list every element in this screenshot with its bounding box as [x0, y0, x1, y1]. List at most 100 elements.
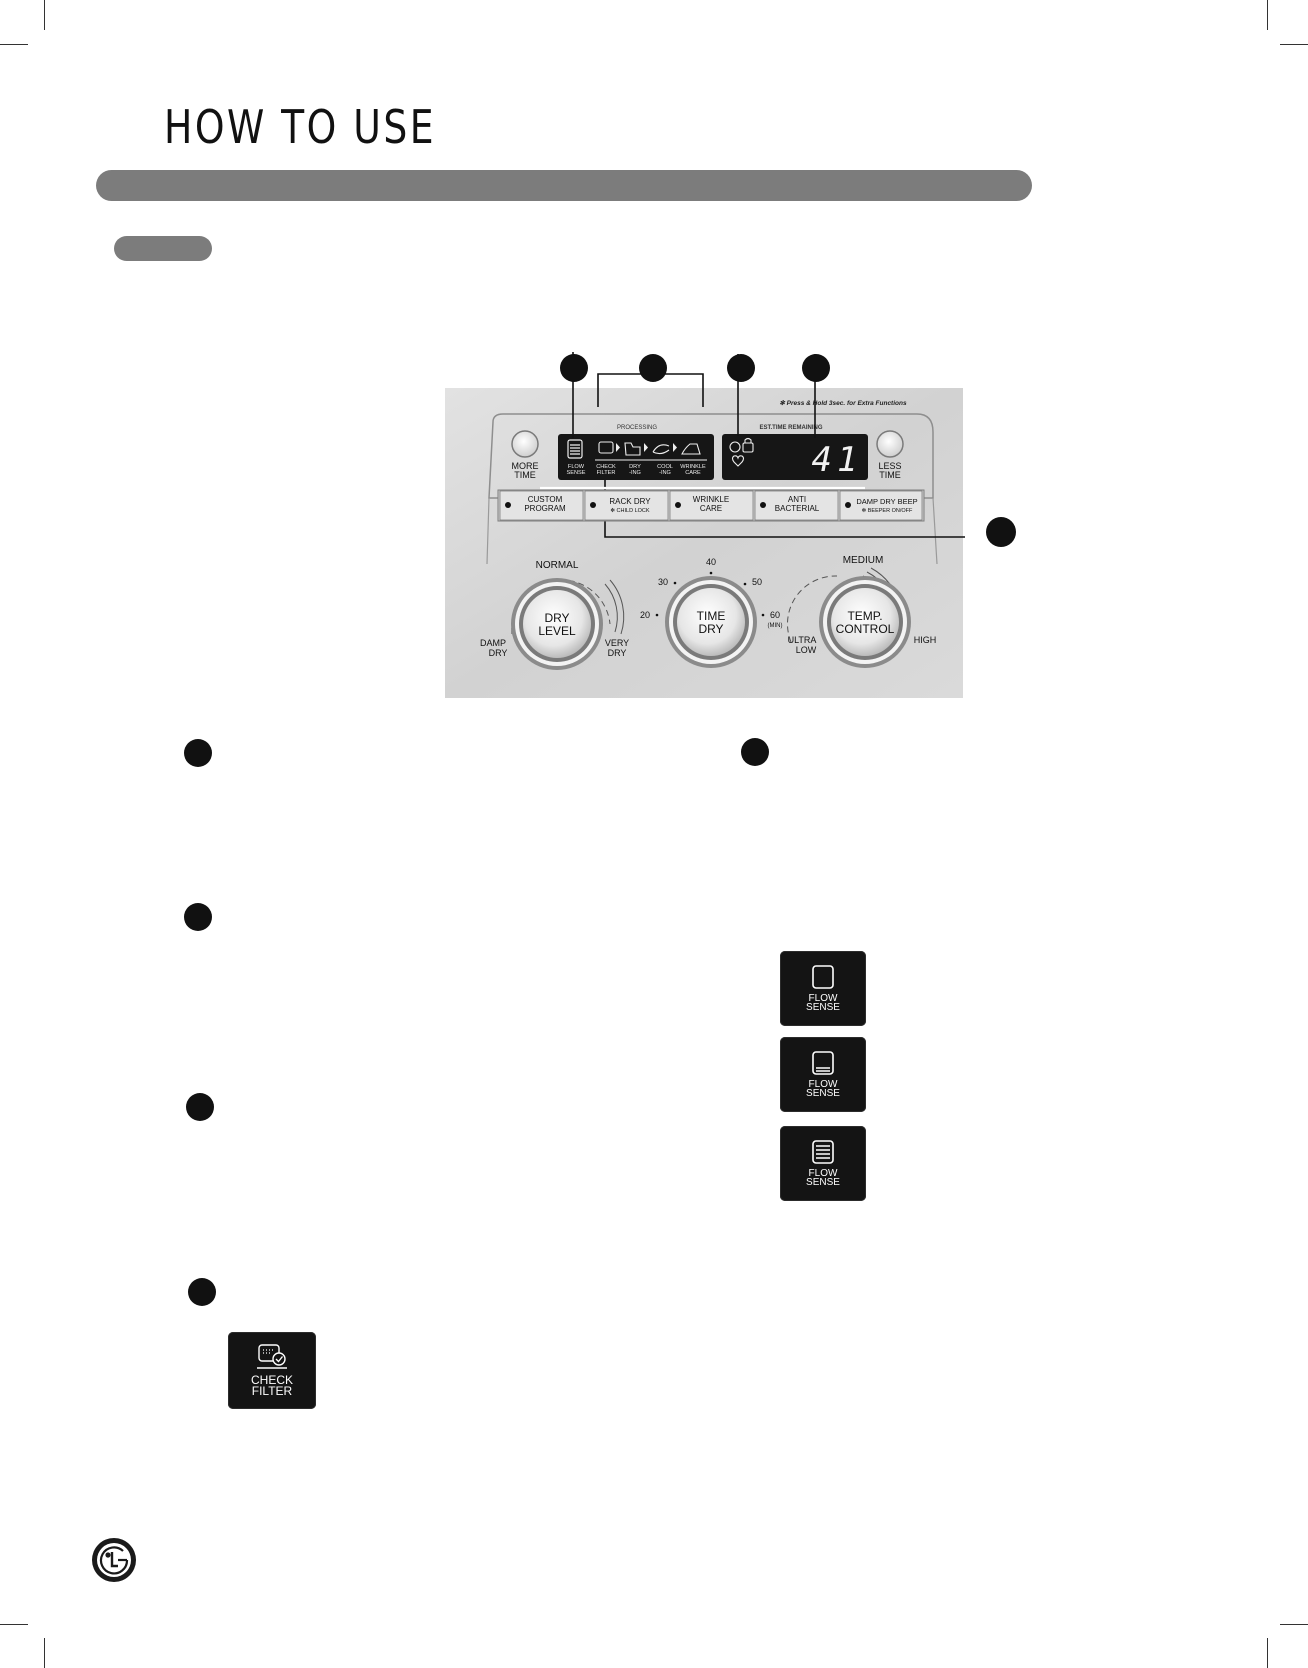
- time-dry-label-2: DRY: [698, 622, 723, 636]
- anti-bacterial-label-2: BACTERIAL: [775, 504, 820, 513]
- drying-icon: [624, 442, 641, 456]
- section-pill: [114, 236, 212, 261]
- flow-sense-partial-icon: [812, 1051, 834, 1075]
- section-dot: [741, 738, 769, 766]
- anti-bacterial-icon: [731, 455, 745, 467]
- callout-dot: [560, 354, 588, 382]
- callout-dot: [727, 354, 755, 382]
- temp-control-medium: MEDIUM: [843, 555, 884, 566]
- crop-mark: [0, 44, 28, 45]
- section-dot: [188, 1278, 216, 1306]
- flow-sense-label-1: FLOW: [808, 1079, 838, 1090]
- flow-sense-icon: [567, 439, 583, 459]
- dry-level-normal: NORMAL: [536, 560, 579, 571]
- flow-sense-card-partial: FLOW SENSE: [780, 1037, 866, 1112]
- more-time-button[interactable]: [511, 430, 539, 458]
- lcd-label-dry-2: -ING: [629, 470, 641, 476]
- flow-sense-full-icon: [812, 1140, 834, 1164]
- callout-dot: [802, 354, 830, 382]
- check-filter-label-2: FILTER: [251, 1384, 293, 1398]
- dry-level-label-2: LEVEL: [538, 624, 576, 638]
- temp-control-label-1: TEMP.: [847, 609, 882, 623]
- less-time-label-2: TIME: [879, 470, 901, 480]
- damp-dry-beep-button[interactable]: DAMP DRY BEEP ✻ BEEPER ON/OFF: [839, 490, 923, 521]
- dry-level-very-2: DRY: [608, 648, 627, 658]
- wrinkle-care-label-1: WRINKLE: [693, 495, 729, 504]
- lcd-label-wrinkle-2: CARE: [685, 470, 701, 476]
- extra-functions-note: ✻ Press & Hold 3sec. for Extra Functions: [779, 400, 907, 407]
- time-dry-knob[interactable]: [665, 576, 757, 668]
- time-tick-50: 50: [752, 577, 762, 587]
- beeper-sub-label: ✻ BEEPER ON/OFF: [862, 507, 913, 514]
- time-tick-20: 20: [640, 610, 650, 620]
- check-filter-icon: [257, 1344, 287, 1369]
- callout-dot: [986, 517, 1016, 547]
- time-tick-60: 60: [770, 610, 780, 620]
- more-time-label-1: MORE: [512, 461, 539, 471]
- cooling-icon: [652, 444, 670, 455]
- more-time-label-2: TIME: [514, 470, 536, 480]
- callout-dot: [639, 354, 667, 382]
- page-title: HOW TO USE: [164, 100, 437, 154]
- child-lock-icon: [742, 442, 754, 453]
- crop-mark: [0, 1624, 28, 1625]
- flow-sense-card-full: FLOW SENSE: [780, 1126, 866, 1201]
- temp-control-low: LOW: [796, 645, 817, 655]
- section-dot: [184, 739, 212, 767]
- temp-control-knob[interactable]: [787, 567, 911, 668]
- crop-mark: [1280, 44, 1308, 45]
- lcd-label-check-2: FILTER: [597, 470, 616, 476]
- check-filter-card: CHECK FILTER: [228, 1332, 316, 1409]
- processing-label: PROCESSING: [617, 425, 657, 431]
- lcd-label-flow-1: FLOW: [568, 464, 585, 470]
- less-time-label-1: LESS: [878, 461, 901, 471]
- flow-sense-label-2: SENSE: [806, 1002, 840, 1013]
- section-dot: [184, 903, 212, 931]
- wrinkle-care-button[interactable]: WRINKLE CARE: [669, 490, 754, 521]
- damp-dry-beep-label: DAMP DRY BEEP: [856, 497, 917, 506]
- lg-logo: [92, 1538, 136, 1582]
- dry-level-knob[interactable]: [511, 578, 625, 670]
- section-dot: [186, 1093, 214, 1121]
- dry-level-damp-1: DAMP: [480, 638, 506, 648]
- damp-dry-icon: [729, 441, 741, 453]
- time-dry-label-1: TIME: [697, 609, 726, 623]
- flow-sense-label-2: SENSE: [806, 1177, 840, 1188]
- lcd-label-dry-1: DRY: [629, 464, 641, 470]
- crop-mark: [1267, 0, 1268, 30]
- flow-sense-label-2: SENSE: [806, 1088, 840, 1099]
- time-unit: (MIN): [768, 623, 783, 629]
- temp-control-high: HIGH: [914, 635, 937, 645]
- check-filter-icon: [598, 441, 614, 454]
- crop-mark: [44, 0, 45, 30]
- custom-program-label-1: CUSTOM: [528, 495, 563, 504]
- time-remaining-digits: 41: [812, 440, 863, 480]
- less-time-button[interactable]: [876, 430, 904, 458]
- flow-sense-label-1: FLOW: [808, 1168, 838, 1179]
- rack-dry-label: RACK DRY: [609, 497, 651, 506]
- wrinkle-care-label-2: CARE: [700, 504, 722, 513]
- time-tick-30: 30: [658, 577, 668, 587]
- dry-level-label-1: DRY: [544, 611, 569, 625]
- temp-control-ultra: ULTRA: [788, 635, 817, 645]
- est-time-label: EST.TIME REMAINING: [759, 425, 822, 431]
- child-lock-sub-label: ✻ CHILD LOCK: [610, 507, 649, 514]
- flow-sense-card-empty: FLOW SENSE: [780, 951, 866, 1026]
- lcd-label-cool-1: COOL: [657, 464, 673, 470]
- lcd-label-cool-2: -ING: [659, 470, 671, 476]
- dry-level-very-1: VERY: [605, 638, 629, 648]
- control-panel-diagram: ✻ Press & Hold 3sec. for Extra Functions…: [445, 352, 965, 698]
- crop-mark: [1280, 1624, 1308, 1625]
- anti-bacterial-label-1: ANTI: [788, 495, 806, 504]
- time-tick-40: 40: [706, 557, 716, 567]
- rack-dry-button[interactable]: RACK DRY ✻ CHILD LOCK: [584, 490, 669, 521]
- flow-sense-label-1: FLOW: [808, 993, 838, 1004]
- anti-bacterial-button[interactable]: ANTI BACTERIAL: [754, 490, 839, 521]
- function-buttons: CUSTOM PROGRAM RACK DRY ✻ CHILD LOCK WRI…: [499, 490, 923, 521]
- custom-program-button[interactable]: CUSTOM PROGRAM: [499, 490, 584, 521]
- lcd-time-display: [722, 434, 868, 480]
- lcd-label-flow-2: SENSE: [567, 470, 586, 476]
- wrinkle-care-icon: [681, 443, 701, 455]
- flow-sense-empty-icon: [812, 965, 834, 989]
- check-filter-label-1: CHECK: [250, 1373, 293, 1387]
